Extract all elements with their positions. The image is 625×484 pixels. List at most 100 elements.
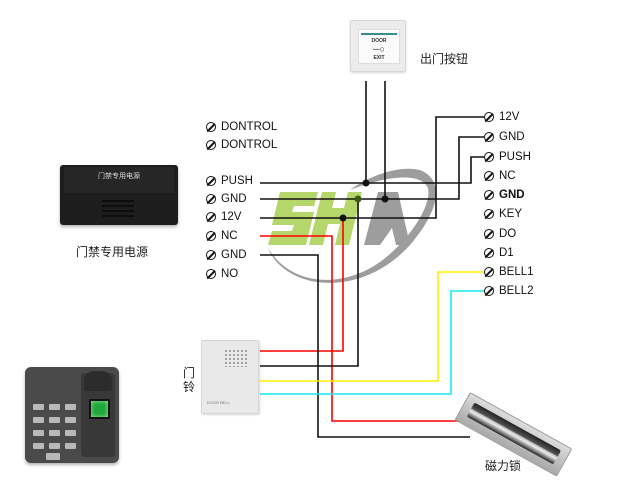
power-supply-top-panel: 门禁专用电源 <box>64 167 174 193</box>
keypad-key <box>65 430 76 436</box>
keypad-key <box>65 417 76 423</box>
terminal-screw-icon <box>206 194 216 204</box>
exit-button-label: 出门按钮 <box>420 52 469 66</box>
keypad-key <box>65 404 76 410</box>
psu-terminal-12v: 12V <box>206 210 241 224</box>
exit-button-device: DOOR ─○ EXIT <box>350 20 406 72</box>
power-supply-vent <box>102 200 134 202</box>
reader-terminal-gnd: GND <box>484 130 525 144</box>
junction-dot <box>339 214 347 222</box>
terminal-screw-icon <box>484 248 494 258</box>
psu-terminal-gnd: GND <box>206 192 247 206</box>
terminal-label: BELL1 <box>499 266 534 278</box>
terminal-label: GND <box>499 189 525 201</box>
reader-terminal-d1: D1 <box>484 246 514 260</box>
junction-dot <box>381 195 389 203</box>
terminal-label: DONTROL <box>221 139 278 151</box>
terminal-screw-icon <box>206 269 216 279</box>
reader-terminal-nc: NC <box>484 169 516 183</box>
terminal-label: GND <box>221 193 247 205</box>
reader-terminal-key: KEY <box>484 207 522 221</box>
power-supply-vent <box>102 210 134 212</box>
doorbell-case-text: DOOR BELL <box>207 400 230 405</box>
doorbell-device: DOOR BELL <box>201 340 259 414</box>
terminal-screw-icon <box>206 140 216 150</box>
power-supply-vent <box>102 215 134 217</box>
doorbell-label-char: 铃 <box>183 380 196 394</box>
reader-terminal-bell1: BELL1 <box>484 265 534 279</box>
doorbell-key <box>46 453 60 460</box>
keypad-key <box>33 430 44 436</box>
keypad-key <box>65 443 76 449</box>
exit-button-door-text: DOOR <box>371 38 387 44</box>
reader-terminal-12v: 12V <box>484 110 519 124</box>
wire-12v-to-doorbell <box>260 218 344 352</box>
reader-terminal-gnd-2: GND <box>484 188 525 202</box>
terminal-label: DONTROL <box>221 121 278 133</box>
terminal-screw-icon <box>484 190 494 200</box>
fingerprint-reader-device <box>25 367 119 463</box>
keypad-key <box>33 404 44 410</box>
terminal-screw-icon <box>206 122 216 132</box>
wire-bell2 <box>260 290 484 395</box>
terminal-screw-icon <box>206 212 216 222</box>
terminal-screw-icon <box>484 209 494 219</box>
power-supply-device: 门禁专用电源 <box>60 165 178 225</box>
terminal-label: GND <box>499 131 525 143</box>
psu-terminal-dontrol-1: DONTROL <box>206 120 277 134</box>
doorbell-speaker-grill <box>224 349 248 367</box>
keypad-key <box>49 430 60 436</box>
fingerprint-sensor-icon <box>89 399 110 419</box>
terminal-screw-icon <box>484 267 494 277</box>
psu-terminal-no: NO <box>206 267 238 281</box>
reader-terminal-push: PUSH <box>484 150 531 164</box>
power-supply-vent <box>102 205 134 207</box>
terminal-label: GND <box>221 249 247 261</box>
power-supply-label: 门禁专用电源 <box>76 245 149 259</box>
terminal-label: PUSH <box>499 151 531 163</box>
terminal-label: KEY <box>499 208 523 220</box>
terminal-label: 12V <box>499 111 520 123</box>
terminal-label: NC <box>499 170 516 182</box>
keypad-key <box>33 443 44 449</box>
watermark-swoosh <box>268 168 437 283</box>
exit-button-face: DOOR ─○ EXIT <box>358 29 400 64</box>
terminal-screw-icon <box>484 152 494 162</box>
exit-button-exit-text: EXIT <box>373 55 385 61</box>
reader-terminal-do: DO <box>484 227 516 241</box>
key-icon: ─○ <box>373 44 385 54</box>
wire-psu-gnd-to-reader-gnd <box>260 136 484 200</box>
psu-terminal-gnd-2: GND <box>206 248 247 262</box>
doorbell-label-char: 门 <box>183 366 196 380</box>
fingerprint-hood <box>84 371 112 391</box>
junction-dot <box>354 195 362 203</box>
terminal-screw-icon <box>206 250 216 260</box>
wire-bell1 <box>260 271 484 382</box>
power-supply-case-text: 门禁专用电源 <box>98 172 140 180</box>
wire-psu-gnd2-to-lock <box>260 254 470 438</box>
terminal-screw-icon <box>484 112 494 122</box>
junction-dot <box>362 179 370 187</box>
terminal-screw-icon <box>484 229 494 239</box>
terminal-label: NC <box>221 230 238 242</box>
psu-terminal-nc: NC <box>206 229 238 243</box>
terminal-label: 12V <box>221 211 242 223</box>
keypad-key <box>49 443 60 449</box>
terminal-label: BELL2 <box>499 285 534 297</box>
magnetic-lock-label: 磁力锁 <box>485 459 522 473</box>
terminal-screw-icon <box>206 231 216 241</box>
doorbell-label: 门 铃 <box>183 366 195 394</box>
terminal-screw-icon <box>206 176 216 186</box>
watermark-logo <box>268 168 437 283</box>
wire-gnd-to-doorbell <box>260 199 359 367</box>
terminal-label: DO <box>499 228 517 240</box>
terminal-screw-icon <box>484 171 494 181</box>
psu-terminal-dontrol-2: DONTROL <box>206 138 277 152</box>
terminal-screw-icon <box>484 286 494 296</box>
keypad-key <box>49 404 60 410</box>
psu-terminal-push: PUSH <box>206 174 253 188</box>
keypad-key <box>49 417 60 423</box>
wire-psu-nc-to-lock <box>260 235 470 422</box>
terminal-label: NO <box>221 268 239 280</box>
keypad-key <box>33 417 44 423</box>
